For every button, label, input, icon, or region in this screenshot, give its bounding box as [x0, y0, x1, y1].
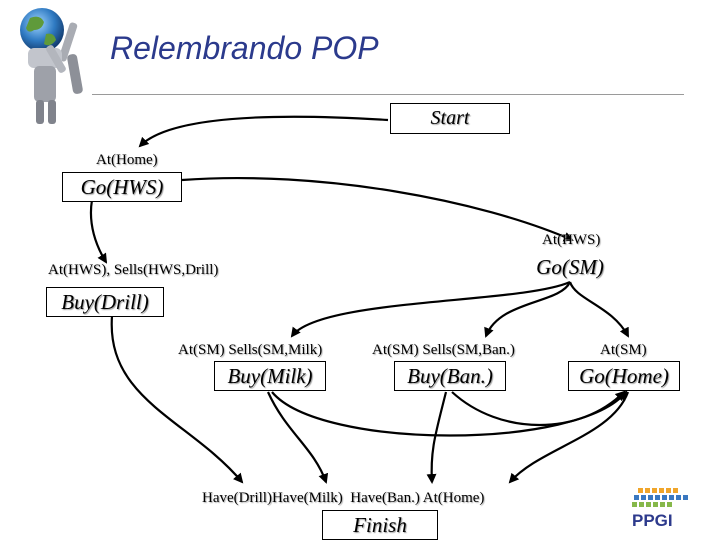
- edge-go-sm-to-buy-milk: [290, 280, 571, 338]
- start-step: Start: [390, 103, 510, 134]
- buy-drill-step-label: Buy(Drill): [61, 289, 149, 314]
- go-home-precondition: At(SM): [600, 342, 647, 358]
- go-hws-precondition: At(Home): [96, 152, 158, 168]
- finish-step: Finish: [322, 510, 438, 540]
- edge-buy-ban-to-finish: [426, 391, 448, 484]
- go-home-step-label: Go(Home): [579, 363, 669, 388]
- buy-milk-precondition: At(SM) Sells(SM,Milk): [178, 342, 323, 358]
- finish-step-label: Finish: [353, 512, 407, 537]
- buy-ban-step: Buy(Ban.): [394, 361, 506, 391]
- start-step-label: Start: [430, 107, 470, 129]
- edge-go-sm-to-go-home: [568, 281, 629, 338]
- buy-milk-step: Buy(Milk): [214, 361, 326, 391]
- robot-globe-logo: [8, 4, 104, 128]
- edge-buy-drill-to-finish: [110, 315, 244, 484]
- finish-precondition: Have(Drill)Have(Milk) Have(Ban.) At(Home…: [202, 490, 485, 506]
- edge-go-hws-to-buy-drill: [89, 199, 108, 264]
- edge-go-hws-to-go-sm: [181, 176, 574, 242]
- go-hws-step-label: Go(HWS): [80, 174, 164, 199]
- buy-ban-precondition: At(SM) Sells(SM,Ban.): [372, 342, 515, 358]
- go-sm-step: Go(SM): [510, 252, 630, 282]
- buy-milk-step-label: Buy(Milk): [227, 363, 313, 388]
- edge-buy-milk-to-finish: [266, 391, 329, 484]
- ordering-ban-to-go-home: [451, 390, 626, 426]
- go-sm-step-label: Go(SM): [536, 254, 604, 279]
- buy-ban-step-label: Buy(Ban.): [407, 363, 493, 388]
- go-home-step: Go(Home): [568, 361, 680, 391]
- edge-go-sm-to-buy-ban: [484, 281, 572, 338]
- buy-drill-precondition: At(HWS), Sells(HWS,Drill): [48, 262, 219, 278]
- ppgi-logo-text: PPGI: [632, 511, 673, 530]
- edge-start-to-go-hws: [138, 115, 389, 148]
- edge-go-home-to-finish: [508, 391, 630, 484]
- ordering-milk-to-go-home: [271, 390, 628, 437]
- ppgi-logo: PPGI: [628, 486, 718, 536]
- slide-title: Relembrando POP: [110, 30, 379, 66]
- buy-drill-step: Buy(Drill): [46, 287, 164, 317]
- title-divider: [92, 94, 684, 95]
- go-sm-precondition: At(HWS): [542, 232, 601, 248]
- go-hws-step: Go(HWS): [62, 172, 182, 202]
